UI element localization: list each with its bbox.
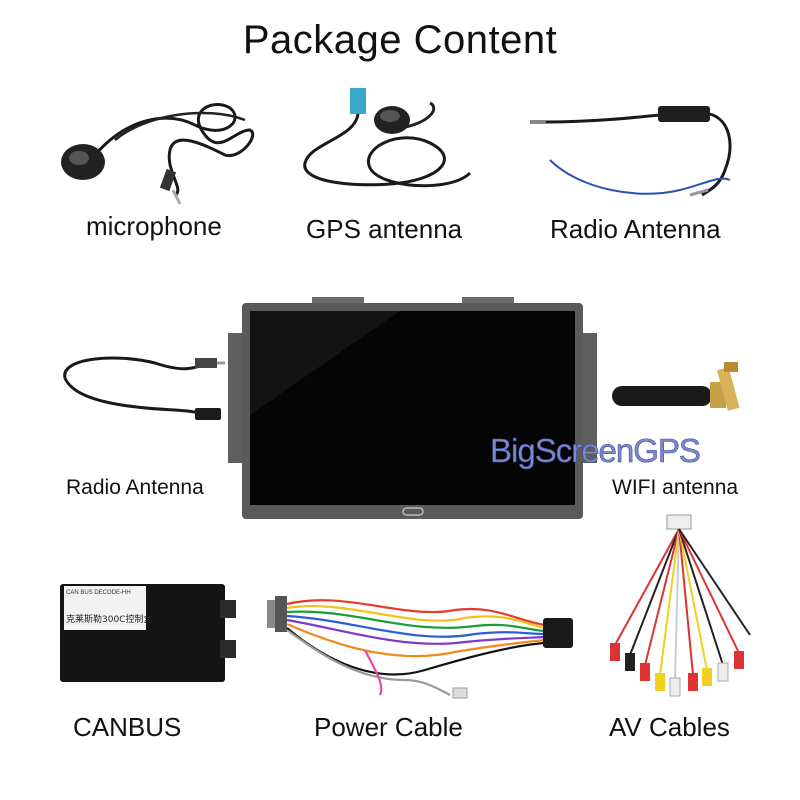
canbus-box-image [60, 584, 236, 682]
canbus-sticker-line1: CAN BUS DECODE-HH [66, 590, 131, 596]
gps-antenna-label: GPS antenna [306, 214, 463, 244]
microphone-image [61, 103, 254, 205]
power-cable-label: Power Cable [314, 712, 463, 742]
av-cables-image [610, 514, 751, 697]
canbus-label: CANBUS [73, 712, 182, 742]
radio-antenna-image-top [530, 106, 732, 197]
gps-antenna-image [303, 88, 472, 188]
radio-antenna-left-label: Radio Antenna [66, 476, 204, 499]
canbus-sticker-line2: 克莱斯勒300C控制盒 [66, 615, 153, 625]
av-cables-label: AV Cables [609, 712, 730, 742]
head-unit-screen [228, 297, 597, 519]
microphone-label: microphone [86, 211, 222, 241]
power-cable-image [267, 596, 573, 699]
radio-antenna-top-label: Radio Antenna [550, 214, 721, 244]
page-title: Package Content [242, 18, 558, 62]
watermark-text: BigScreenGPS [490, 432, 702, 470]
radio-antenna-image-left [63, 356, 225, 420]
wifi-antenna-label: WIFI antenna [612, 476, 739, 499]
wifi-antenna-image [612, 362, 740, 411]
